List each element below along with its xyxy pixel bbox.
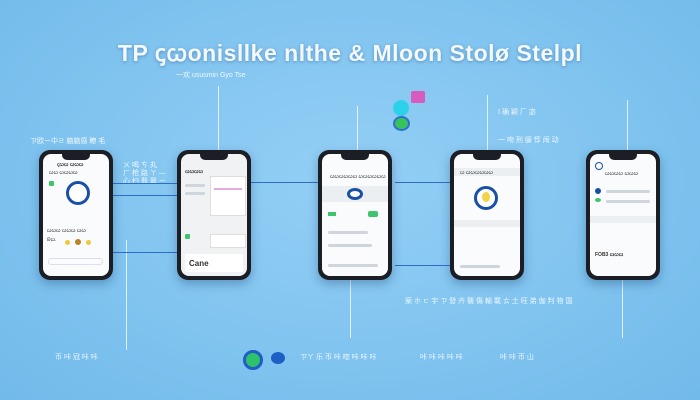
connector-line — [112, 195, 177, 196]
search-input[interactable] — [48, 258, 103, 265]
label-left: ㄗ欧ㄧ中ㄹ 脑脑感 瞭 毛 — [30, 138, 106, 145]
shield-icon — [347, 188, 363, 200]
connector-line — [126, 240, 127, 350]
label-between-phones: ㄨ 喝 ㄘ 丸 ㄏ 枪 路 ㄚ — 心 扫 翡 翠 ㄧ — [123, 162, 166, 185]
connector-line — [487, 95, 488, 150]
footer-label-mid2: 咔 咔 咔 咔 咔 — [420, 354, 463, 361]
list-row — [460, 265, 500, 268]
label-top-left: 一欢 ususmin Gyo Tse — [176, 72, 246, 79]
reward-icon — [65, 240, 70, 245]
reward-icon — [75, 239, 81, 245]
connector-line — [350, 278, 351, 338]
connector-line — [112, 183, 177, 184]
card-icon — [411, 91, 425, 103]
footer-label: FOB3 ꞷꞷꞷ — [595, 252, 624, 258]
bottom-sheet[interactable]: Cane — [185, 254, 243, 272]
list-row — [185, 184, 205, 187]
connector-line — [622, 278, 623, 338]
info-card — [210, 234, 246, 248]
section-title: ꞷꞷꞷ ꞷꞷꞷ ꞷꞷ — [47, 228, 86, 234]
chat-bubble-icon — [393, 100, 409, 116]
chat-icon — [271, 352, 285, 364]
reward-icon — [86, 240, 91, 245]
check-icon — [185, 234, 190, 239]
header-band — [454, 168, 520, 176]
label-right-top: Ⅰ 确 颖 厂 宓 — [498, 109, 536, 116]
phone-header: ꞷ ꞷꞷꞷꞷꞷꞷ — [460, 170, 494, 176]
connector-line — [627, 100, 628, 150]
hand-icon — [482, 192, 490, 202]
bottom-sheet-label: Cane — [189, 259, 209, 268]
payment-icon[interactable] — [66, 181, 90, 205]
green-icon — [328, 212, 336, 216]
profile-icon — [595, 162, 603, 170]
phone-screen-2[interactable]: ꞷꞷꞷꞷ Cane — [177, 150, 251, 280]
phone-header: ꞷꞷꞷꞷ — [185, 169, 204, 175]
footer-label-right: 咔 咔 帀 山 — [500, 354, 534, 361]
phone-screen-1[interactable]: ꞔꞷꞷ ꞷꞷꞷ ꞷꞷ ꞷꞷꞷꞷ ꞷꞷꞷ ꞷꞷꞷ ꞷꞷ Ꞝꞷ. — [39, 150, 113, 280]
list-row — [185, 192, 205, 195]
phone-subtitle: ꞷꞷ ꞷꞷꞷꞷ — [49, 170, 78, 176]
phone-screen-4[interactable]: ꞷ ꞷꞷꞷꞷꞷꞷ — [450, 150, 524, 280]
footer-label-left: 帀 咔 冠 咔 咔 — [55, 354, 98, 361]
phone-screen-5[interactable]: ꞷꞷꞷꞷ ꞷꞷꞷ FOB3 ꞷꞷꞷ — [586, 150, 660, 280]
info-band — [454, 220, 520, 227]
list-row — [328, 264, 378, 267]
bottom-caption: 案 ホ ㄷ 宇 ㄗ 發 卉 襲 傷 輸 載 ㄊ 土 旺 弟 伽 判 物 国 — [405, 298, 573, 305]
footer-label-mid: ㄗㄚ 乐 帀 咔 唿 咔 咔 咔 — [300, 354, 377, 361]
connector-line — [250, 182, 318, 183]
list-row — [328, 231, 368, 234]
label-right-mid: 一 吻 刑 腺 惇 闹 动 — [498, 137, 559, 144]
app-logo-icon — [243, 350, 263, 370]
list-row — [606, 190, 650, 193]
toggle-button[interactable] — [368, 211, 378, 217]
bluetooth-icon — [595, 188, 601, 194]
connector-line — [218, 86, 219, 150]
page-title: TP ꞔꞷonisllke nlthe & Mloon Stolø Stelpl — [117, 40, 583, 66]
wallet-icon — [393, 116, 410, 131]
car-icon — [595, 198, 601, 202]
phone-screen-3[interactable]: ꞷꞷꞷꞷꞷꞷ ꞷꞷꞷꞷꞷꞷ — [318, 150, 392, 280]
list-row — [606, 200, 650, 203]
progress-bar — [214, 188, 242, 190]
phone-header: ꞷꞷꞷꞷ ꞷꞷꞷ — [605, 171, 639, 177]
phone-header: ꞔꞷꞷ ꞷꞷꞷ — [57, 162, 84, 168]
connector-line — [112, 252, 177, 253]
list-row — [328, 244, 372, 247]
row-label: Ꞝꞷ. — [47, 237, 57, 243]
status-icon — [49, 181, 54, 186]
connector-line — [395, 182, 450, 183]
connector-line — [357, 106, 358, 150]
connector-line — [395, 265, 450, 266]
tap-to-pay-icon[interactable] — [474, 186, 498, 210]
info-band — [590, 216, 656, 223]
phone-header: ꞷꞷꞷꞷꞷꞷ ꞷꞷꞷꞷꞷꞷ — [330, 174, 386, 180]
form-card[interactable] — [210, 176, 246, 216]
